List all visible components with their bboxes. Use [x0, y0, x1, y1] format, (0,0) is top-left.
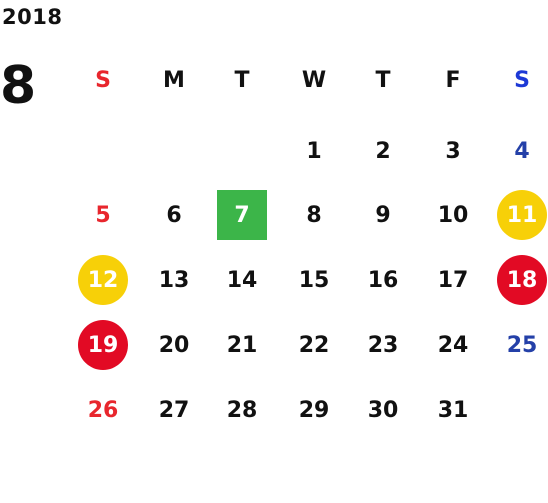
day-cell-16[interactable]: 16 — [367, 267, 399, 293]
weekday-header-sun: S — [95, 68, 111, 93]
day-cell-22[interactable]: 22 — [298, 332, 330, 358]
day-cell-13[interactable]: 13 — [158, 267, 190, 293]
day-cell-5[interactable]: 5 — [95, 202, 111, 228]
day-cell-23[interactable]: 23 — [367, 332, 399, 358]
day-cell-15[interactable]: 15 — [298, 267, 330, 293]
weekday-header-tue: T — [234, 68, 250, 93]
day-cell-24[interactable]: 24 — [437, 332, 469, 358]
weekday-header-fri: F — [445, 68, 461, 93]
weekday-header-wed: W — [301, 68, 327, 93]
day-cell-18[interactable]: 18 — [497, 255, 547, 305]
day-cell-9[interactable]: 9 — [375, 202, 391, 228]
year-label: 2018 — [2, 5, 63, 29]
day-cell-11[interactable]: 11 — [497, 190, 547, 240]
day-cell-3[interactable]: 3 — [445, 138, 461, 164]
day-cell-6[interactable]: 6 — [166, 202, 182, 228]
day-cell-14[interactable]: 14 — [226, 267, 258, 293]
day-cell-2[interactable]: 2 — [375, 138, 391, 164]
day-cell-30[interactable]: 30 — [367, 397, 399, 423]
day-cell-17[interactable]: 17 — [437, 267, 469, 293]
day-cell-10[interactable]: 10 — [437, 202, 469, 228]
month-number: 8 — [0, 56, 37, 116]
day-cell-12[interactable]: 12 — [78, 255, 128, 305]
day-cell-7[interactable]: 7 — [217, 190, 267, 240]
weekday-header-mon: M — [163, 68, 185, 93]
day-cell-8[interactable]: 8 — [306, 202, 322, 228]
day-cell-31[interactable]: 31 — [437, 397, 469, 423]
day-cell-1[interactable]: 1 — [306, 138, 322, 164]
day-cell-25[interactable]: 25 — [506, 332, 538, 358]
day-cell-4[interactable]: 4 — [514, 138, 530, 164]
weekday-header-sat: S — [514, 68, 530, 93]
day-cell-21[interactable]: 21 — [226, 332, 258, 358]
day-cell-20[interactable]: 20 — [158, 332, 190, 358]
day-cell-29[interactable]: 29 — [298, 397, 330, 423]
day-cell-26[interactable]: 26 — [87, 397, 119, 423]
day-cell-28[interactable]: 28 — [226, 397, 258, 423]
day-cell-19[interactable]: 19 — [78, 320, 128, 370]
weekday-header-thu: T — [375, 68, 391, 93]
day-cell-27[interactable]: 27 — [158, 397, 190, 423]
